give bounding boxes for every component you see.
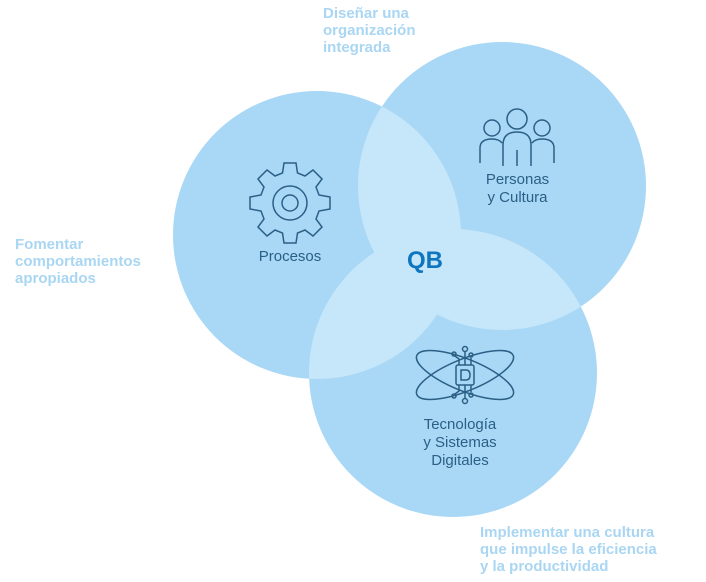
tech-atom-icon	[415, 345, 515, 405]
label-tecnologia-line: Digitales	[431, 452, 489, 469]
note-left-line: Fomentar	[15, 236, 84, 253]
note-top-line: Diseñar una	[323, 5, 409, 22]
note-bottom: Implementar una cultura que impulse la e…	[480, 524, 657, 575]
people-icon	[479, 108, 555, 166]
note-top-line: organización	[323, 22, 416, 39]
gear-icon	[249, 162, 331, 244]
note-top-line: integrada	[323, 39, 391, 56]
label-procesos: Procesos	[230, 248, 350, 266]
label-personas: Personas y Cultura	[455, 171, 580, 207]
label-tecnologia: Tecnología y Sistemas Digitales	[395, 416, 525, 470]
label-tecnologia-line: y Sistemas	[423, 434, 497, 451]
note-bottom-line: y la productividad	[480, 558, 609, 575]
note-left: Fomentar comportamientos apropiados	[15, 236, 141, 287]
label-personas-line: y Cultura	[487, 189, 548, 206]
note-top: Diseñar una organización integrada	[323, 5, 416, 56]
note-left-line: apropiados	[15, 270, 96, 287]
note-bottom-line: que impulse la eficiencia	[480, 541, 657, 558]
center-label: QB	[407, 247, 443, 274]
label-procesos-line: Procesos	[258, 248, 322, 265]
note-bottom-line: Implementar una cultura	[480, 524, 655, 541]
label-tecnologia-line: Tecnología	[423, 416, 497, 433]
note-left-line: comportamientos	[15, 253, 141, 270]
label-personas-line: Personas	[485, 171, 550, 188]
